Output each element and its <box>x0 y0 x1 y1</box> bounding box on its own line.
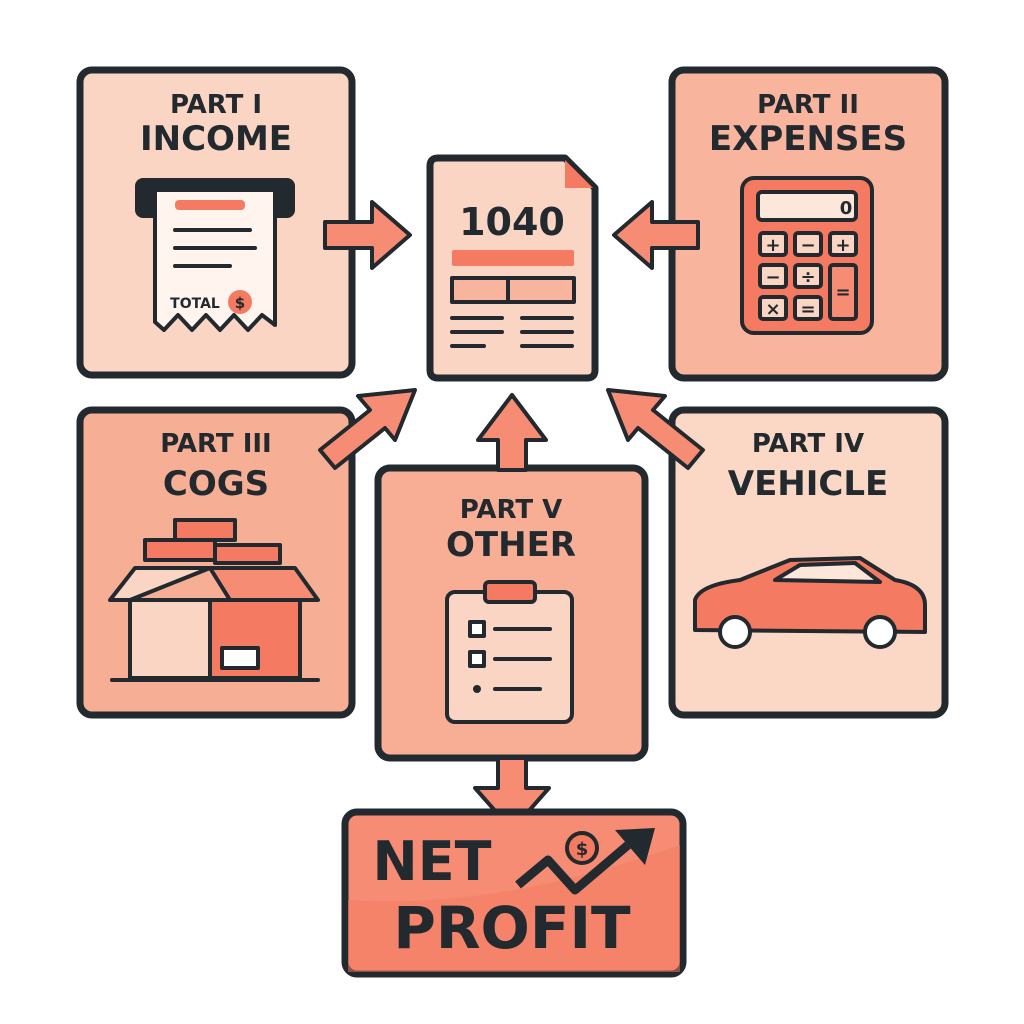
svg-text:$: $ <box>576 839 589 860</box>
svg-text:=: = <box>835 282 850 303</box>
svg-text:=: = <box>800 299 815 320</box>
part-expenses-box: PART II EXPENSES 0 + − + − ÷ = × = <box>668 66 949 382</box>
car-icon <box>693 556 927 649</box>
part-label: PART I <box>170 90 262 120</box>
part-label: PART IV <box>752 429 864 459</box>
arrow-cogs-to-form <box>318 388 417 470</box>
arrow-income-to-form <box>323 200 412 270</box>
dollar-coin-icon: $ <box>565 831 599 865</box>
svg-text:TOTAL: TOTAL <box>170 296 220 312</box>
calculator-icon: 0 + − + − ÷ = × = <box>740 176 874 335</box>
svg-text:0: 0 <box>840 198 853 219</box>
part-label: PART II <box>757 90 859 120</box>
form-1040-document: 1040 <box>426 154 599 382</box>
net-profit-box: NET PROFIT $ <box>341 808 687 978</box>
svg-text:+: + <box>835 235 850 256</box>
svg-text:−: − <box>765 267 780 288</box>
form-number: 1040 <box>459 200 565 244</box>
part-income-box: PART I INCOME TOTAL $ <box>76 66 356 379</box>
svg-text:−: − <box>800 235 815 256</box>
net-label: NET <box>373 830 492 893</box>
flow-arrows <box>318 200 705 832</box>
part-title: OTHER <box>446 525 576 565</box>
arrow-expenses-to-form <box>612 200 700 270</box>
part-other-box: PART V OTHER <box>374 464 649 762</box>
part-title: COGS <box>163 464 269 504</box>
part-vehicle-box: PART IV VEHICLE <box>668 406 949 719</box>
part-title: VEHICLE <box>728 464 889 504</box>
part-title: EXPENSES <box>709 119 907 159</box>
part-label: PART III <box>160 429 271 459</box>
box-inventory-icon <box>108 518 320 682</box>
receipt-icon: TOTAL $ <box>135 178 295 332</box>
svg-text:+: + <box>765 235 780 256</box>
profit-label: PROFIT <box>393 894 631 962</box>
svg-text:÷: ÷ <box>800 267 815 288</box>
part-label: PART V <box>460 495 563 525</box>
arrow-vehicle-to-form <box>606 388 705 470</box>
trend-up-arrow-icon <box>515 828 655 895</box>
svg-text:×: × <box>765 299 780 320</box>
part-cogs-box: PART III COGS <box>76 406 356 719</box>
part-title: INCOME <box>140 119 292 159</box>
arrow-other-to-form <box>476 393 548 472</box>
clipboard-checklist-icon <box>445 580 574 724</box>
svg-text:$: $ <box>235 294 245 312</box>
